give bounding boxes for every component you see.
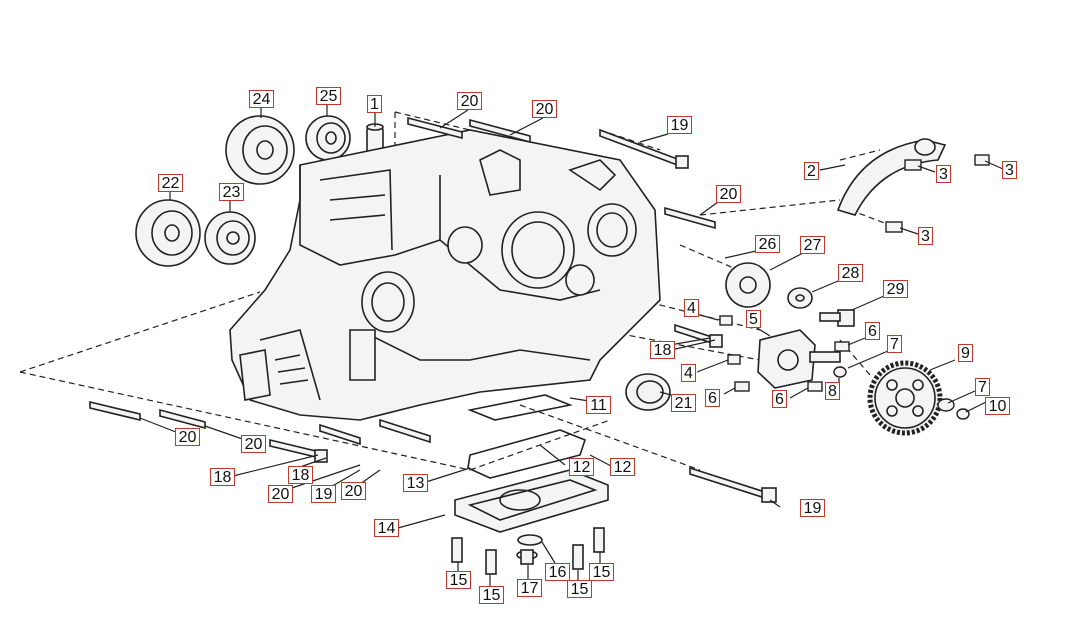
bearing-25: [305, 115, 351, 161]
part-label-20: 20: [341, 482, 366, 500]
part-label-8: 8: [825, 382, 840, 400]
part-label-5: 5: [746, 310, 761, 328]
part-label-15: 15: [567, 580, 592, 598]
bearing-23: [204, 211, 256, 265]
part-label-17: 17: [517, 579, 542, 597]
part-label-18: 18: [288, 466, 313, 484]
leader-lines: [139, 105, 1004, 586]
part-label-7: 7: [975, 378, 990, 396]
oil-seal-21: [625, 373, 671, 411]
part-label-13: 13: [403, 474, 428, 492]
part-label-6: 6: [772, 390, 787, 408]
part-label-18: 18: [650, 341, 675, 359]
part-label-12: 12: [610, 458, 635, 476]
part-label-2: 2: [804, 162, 819, 180]
oil-pump-5: [757, 329, 841, 389]
part-label-21: 21: [671, 394, 696, 412]
part-label-20: 20: [268, 485, 293, 503]
part-label-25: 25: [316, 87, 341, 105]
part-label-3: 3: [936, 165, 951, 183]
part-label-4: 4: [681, 364, 696, 382]
part-label-20: 20: [241, 435, 266, 453]
studs-15: [451, 527, 605, 575]
part-label-3: 3: [918, 227, 933, 245]
bolt-29: [819, 309, 855, 327]
part-label-20: 20: [532, 100, 557, 118]
part-label-15: 15: [446, 571, 471, 589]
part-label-6: 6: [865, 322, 880, 340]
sprocket-27: [725, 262, 771, 308]
part-label-11: 11: [586, 396, 611, 414]
gear-9: [867, 360, 943, 436]
bolts-3: [885, 154, 990, 233]
part-label-28: 28: [838, 264, 863, 282]
bearing-22: [135, 199, 201, 267]
bracket-2: [836, 138, 947, 216]
washer-16-plug-17: [516, 534, 543, 565]
part-label-6: 6: [705, 389, 720, 407]
part-label-20: 20: [175, 428, 200, 446]
oil-pan-14: [454, 469, 609, 533]
part-label-16: 16: [545, 563, 570, 581]
part-label-27: 27: [800, 236, 825, 254]
part-label-9: 9: [958, 344, 973, 362]
part-label-19: 19: [311, 485, 336, 503]
part-label-10: 10: [985, 397, 1010, 415]
long-bolts: [89, 116, 777, 503]
part-label-15: 15: [589, 563, 614, 581]
part-label-26: 26: [755, 235, 780, 253]
gasket-13: [467, 429, 586, 479]
pins-4-6: [719, 315, 850, 392]
part-label-12: 12: [569, 458, 594, 476]
part-label-1: 1: [367, 95, 382, 113]
part-label-3: 3: [1002, 161, 1017, 179]
part-label-19: 19: [800, 499, 825, 517]
part-label-7: 7: [887, 335, 902, 353]
part-label-22: 22: [158, 174, 183, 192]
washer-28: [787, 287, 813, 309]
part-label-29: 29: [883, 280, 908, 298]
part-label-20: 20: [457, 92, 482, 110]
part-label-24: 24: [249, 90, 274, 108]
part-label-15: 15: [479, 586, 504, 604]
part-label-4: 4: [684, 299, 699, 317]
part-label-23: 23: [219, 183, 244, 201]
part-label-18: 18: [210, 468, 235, 486]
part-label-20: 20: [716, 185, 741, 203]
part-label-14: 14: [374, 519, 399, 537]
gasket-11: [467, 394, 573, 421]
crankcase-half: [229, 129, 661, 421]
part-label-19: 19: [667, 116, 692, 134]
bearing-24: [225, 115, 295, 185]
